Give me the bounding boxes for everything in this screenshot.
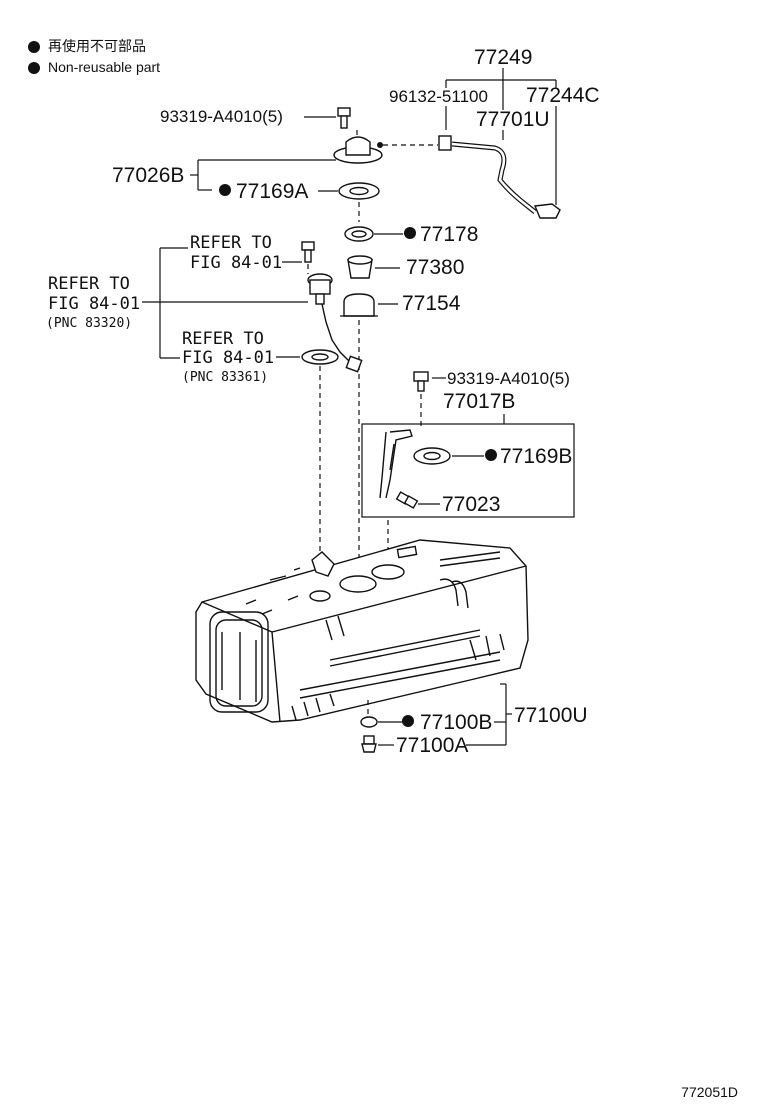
label-77169a[interactable]: 77169A	[236, 180, 308, 203]
refer-2-line2[interactable]: FIG 84-01	[48, 294, 140, 314]
retainer-77154[interactable]	[340, 293, 378, 317]
label-96132-51100[interactable]: 96132-51100	[389, 87, 488, 106]
gasket-77178[interactable]	[344, 226, 374, 242]
leader-77249	[445, 68, 557, 205]
label-77100a[interactable]: 77100A	[396, 734, 468, 757]
non-reusable-dot-icon	[485, 449, 497, 461]
legend-row-jp: 再使用不可部品	[28, 36, 160, 57]
refer-1-line2[interactable]: FIG 84-01	[190, 253, 282, 273]
gasket-77100b[interactable]	[360, 716, 378, 728]
refer-2-line3[interactable]: (PNC 83320)	[46, 316, 132, 331]
label-77100u[interactable]: 77100U	[514, 704, 588, 727]
non-reusable-dot-icon	[28, 40, 40, 53]
leader-77026b	[190, 159, 336, 191]
label-77100b[interactable]: 77100B	[420, 711, 492, 734]
hose-clip[interactable]	[438, 135, 452, 151]
fuel-sender-unit[interactable]	[307, 273, 363, 373]
non-reusable-dot-icon	[219, 184, 231, 196]
refer-3-line3[interactable]: (PNC 83361)	[182, 370, 268, 385]
non-reusable-dot-icon	[404, 227, 416, 239]
screw-top[interactable]	[337, 107, 351, 129]
label-77026b[interactable]: 77026B	[112, 164, 184, 187]
label-77023[interactable]: 77023	[442, 493, 500, 516]
gasket-refer-3[interactable]	[301, 349, 339, 365]
label-77249[interactable]: 77249	[474, 46, 532, 69]
label-77169b[interactable]: 77169B	[500, 445, 572, 468]
legend-en-text: Non-reusable part	[48, 59, 161, 75]
fuel-tank-77100u[interactable]	[195, 539, 529, 723]
refer-3-line1[interactable]: REFER TO	[182, 329, 264, 349]
legend-jp-text: 再使用不可部品	[48, 38, 146, 54]
label-93319-mid[interactable]: 93319-A4010(5)	[447, 369, 570, 388]
screw-refer-1[interactable]	[301, 241, 315, 263]
non-reusable-dot-icon	[28, 61, 40, 74]
screw-mid[interactable]	[413, 371, 429, 392]
gasket-77169a[interactable]	[338, 182, 380, 200]
cap-77380[interactable]	[347, 255, 373, 279]
legend-row-en: Non-reusable part	[28, 57, 160, 78]
label-93319-top[interactable]: 93319-A4010(5)	[160, 107, 283, 126]
fuel-suction-pipe[interactable]	[379, 429, 413, 499]
leader-77100u	[466, 683, 512, 746]
vent-valve-77244c[interactable]	[533, 203, 561, 219]
sender-gauge-77026b[interactable]	[333, 136, 383, 164]
figure-code: 772051D	[681, 1084, 738, 1100]
label-77701u[interactable]: 77701U	[476, 108, 550, 131]
label-77154[interactable]: 77154	[402, 292, 461, 315]
label-77178[interactable]: 77178	[420, 223, 478, 246]
legend: 再使用不可部品 Non-reusable part	[28, 36, 160, 78]
label-77380[interactable]: 77380	[406, 256, 464, 279]
refer-2-line1[interactable]: REFER TO	[48, 274, 130, 294]
label-77244c[interactable]: 77244C	[526, 84, 600, 107]
drain-plug-77100a[interactable]	[361, 735, 377, 753]
label-77017b[interactable]: 77017B	[443, 390, 515, 413]
non-reusable-dot-icon	[402, 715, 414, 727]
gasket-77169b[interactable]	[413, 447, 451, 465]
filter-77023[interactable]	[395, 491, 419, 509]
refer-3-line2[interactable]: FIG 84-01	[182, 348, 274, 368]
box-77017b	[361, 423, 575, 518]
refer-1-line1[interactable]: REFER TO	[190, 233, 272, 253]
